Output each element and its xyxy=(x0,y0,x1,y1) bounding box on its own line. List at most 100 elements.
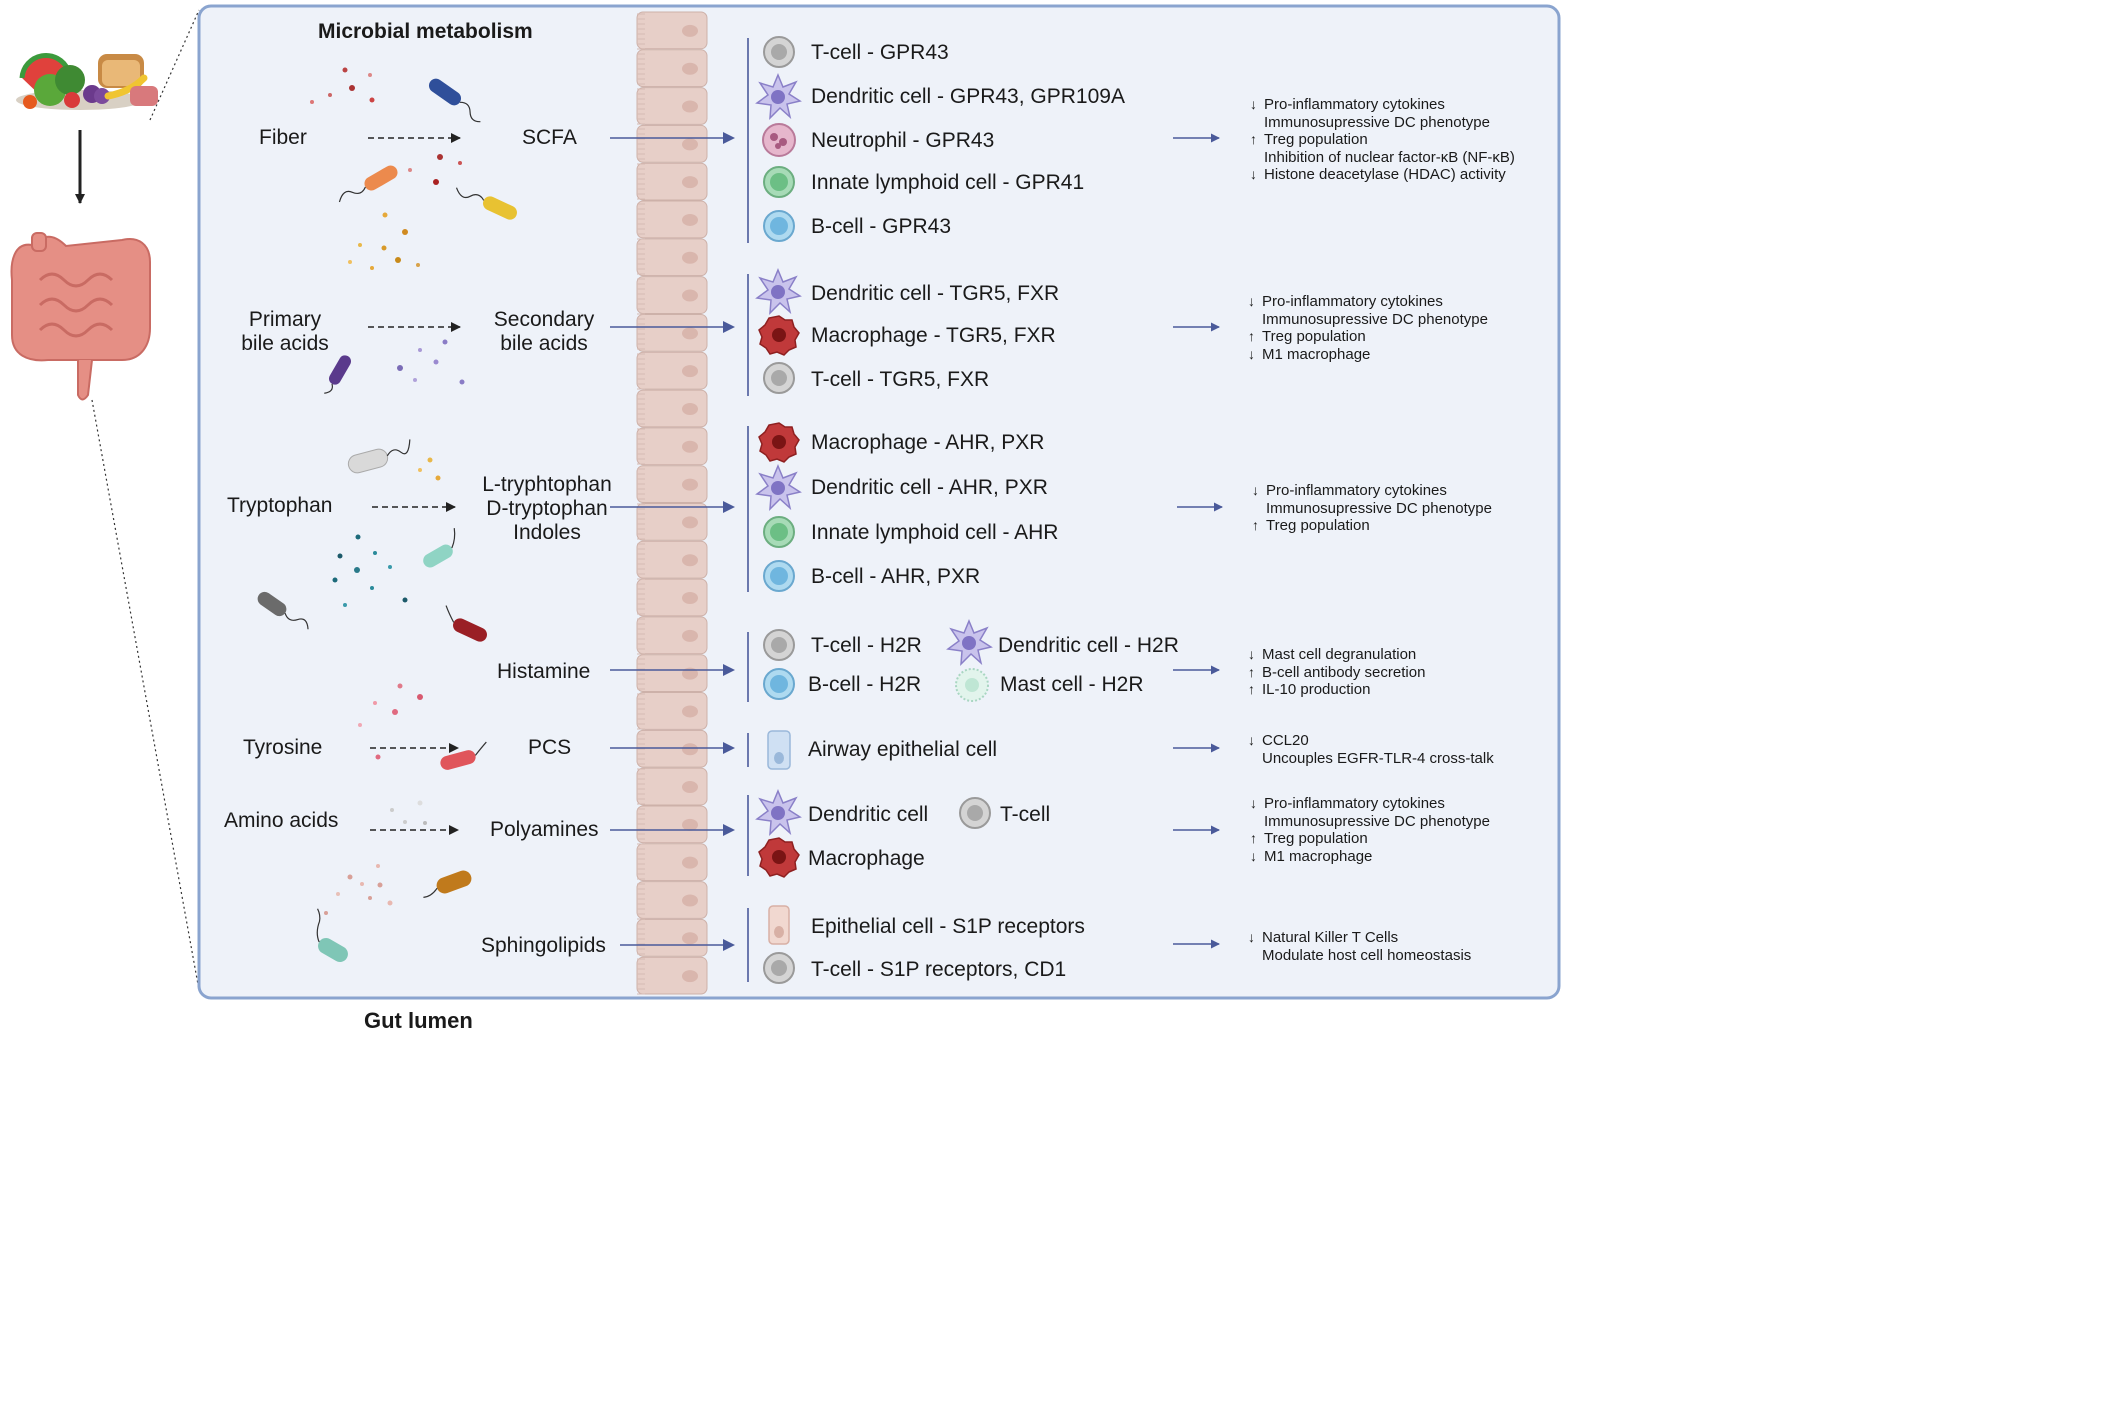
bacterium-icon xyxy=(338,165,398,203)
cell-label: T-cell - TGR5, FXR xyxy=(811,368,990,391)
epithelial-nucleus xyxy=(682,62,698,75)
effect-arrow-icon: ↓ xyxy=(1250,166,1257,182)
epithelial-nucleus xyxy=(682,516,698,529)
bacterium-icon xyxy=(257,591,309,630)
substrate-fiber: Fiber xyxy=(259,126,307,149)
cell-label: Dendritic cell - GPR43, GPR109A xyxy=(811,85,1125,108)
epithelial-nucleus xyxy=(682,327,698,340)
epithelial-nucleus xyxy=(682,629,698,642)
bacterium-icon xyxy=(455,187,517,220)
epithelial-cell xyxy=(636,540,708,579)
cell-label: B-cell - GPR43 xyxy=(811,215,952,238)
bacterium-icon xyxy=(324,355,351,394)
cell-label: Dendritic cell xyxy=(808,803,929,826)
effect-arrow-icon: ↓ xyxy=(1248,293,1255,309)
food-icon xyxy=(16,52,158,110)
effect-arrow-icon: ↓ xyxy=(1248,929,1255,945)
t-cell-icon xyxy=(959,797,991,829)
bacterium-icon xyxy=(440,741,487,770)
product-polyamines: Polyamines xyxy=(490,818,599,841)
effect-arrow-icon: ↓ xyxy=(1248,732,1255,748)
effects-polyamines: ↓Pro-inflammatory cytokines Immunosupres… xyxy=(1250,795,1490,865)
t-cell-icon xyxy=(763,362,795,394)
epithelial-nucleus xyxy=(682,138,698,151)
ilc-icon xyxy=(763,166,795,198)
effect-arrow-icon: ↑ xyxy=(1248,328,1255,344)
effects-pcs: ↓CCL20 Uncouples EGFR-TLR-4 cross-talk xyxy=(1248,732,1494,767)
effects-tryptophan: ↓Pro-inflammatory cytokines Immunosupres… xyxy=(1252,482,1492,534)
effect-arrow-icon: ↓ xyxy=(1252,482,1259,498)
product-sphingolipids: Sphingolipids xyxy=(481,934,606,957)
neutrophil-icon xyxy=(762,123,796,157)
cell-label: Epithelial cell - S1P receptors xyxy=(811,915,1085,938)
epithelial-nucleus xyxy=(682,176,698,189)
bacterium-icon xyxy=(428,78,481,123)
metabolite-dots xyxy=(310,67,465,915)
epithelial-nucleus xyxy=(682,440,698,453)
ilc-icon xyxy=(763,516,795,548)
epithelial-cell xyxy=(636,503,708,541)
epithelial-nucleus xyxy=(682,705,698,718)
dendritic-cell-icon xyxy=(755,73,802,120)
epithelial-cell xyxy=(636,616,708,655)
epithelial-nucleus xyxy=(682,213,698,226)
epithelial-cell xyxy=(636,49,708,88)
effect-arrow-icon: ↑ xyxy=(1250,131,1257,147)
cell-label: T-cell xyxy=(1000,803,1051,826)
epithelial-cell xyxy=(636,351,708,390)
dendritic-cell-icon xyxy=(755,789,802,836)
epithelial-nucleus xyxy=(682,554,698,567)
dendritic-cell-icon xyxy=(755,268,802,315)
epithelial-nucleus xyxy=(682,781,698,794)
epithelial-cell xyxy=(636,956,708,995)
epithelial-cell xyxy=(636,918,708,957)
bacterium-icon xyxy=(316,908,348,962)
t-cell-icon xyxy=(763,952,795,984)
product-scfa: SCFA xyxy=(522,126,577,149)
product-histamine: Histamine xyxy=(497,660,591,683)
cell-label: B-cell - H2R xyxy=(808,673,922,696)
cell-label: Macrophage - AHR, PXR xyxy=(811,431,1045,454)
effects-scfa: ↓Pro-inflammatory cytokines Immunosupres… xyxy=(1250,96,1515,183)
effect-arrow-icon: ↑ xyxy=(1248,663,1255,680)
cell-icons xyxy=(755,36,993,984)
bacterium-icon xyxy=(423,528,456,568)
effect-arrow-icon: ↓ xyxy=(1250,847,1257,864)
epithelial-cell xyxy=(636,313,708,352)
macrophage-icon xyxy=(758,837,800,878)
cell-label: Neutrophil - GPR43 xyxy=(811,129,995,152)
epithelial-nucleus xyxy=(682,24,698,37)
airway-epithelial-cell-icon xyxy=(767,730,791,770)
epithelial-cell xyxy=(636,162,708,201)
epithelial-cell-icon xyxy=(768,905,790,945)
effect-arrow-icon: ↓ xyxy=(1248,345,1255,362)
cell-label: Airway epithelial cell xyxy=(808,738,998,761)
epithelial-nucleus xyxy=(682,289,698,302)
product-secondary-bile-acids: Secondary bile acids xyxy=(493,308,595,355)
cell-label: Macrophage - TGR5, FXR xyxy=(811,324,1056,347)
effect-arrow-icon: ↑ xyxy=(1250,830,1257,846)
cell-label: Macrophage xyxy=(808,847,925,870)
cell-label: T-cell - H2R xyxy=(811,634,922,657)
substrate-amino-acids: Amino acids xyxy=(224,809,339,832)
cell-label: T-cell - GPR43 xyxy=(811,41,949,64)
effects-sphingolipids: ↓Natural Killer T Cells Modulate host ce… xyxy=(1248,929,1472,964)
effect-arrow-icon: ↓ xyxy=(1248,646,1255,662)
epithelial-nucleus xyxy=(682,743,698,756)
epithelial-nucleus xyxy=(682,856,698,869)
macrophage-icon xyxy=(758,422,800,463)
epithelial-nucleus xyxy=(682,970,698,983)
epithelial-nucleus xyxy=(682,365,698,378)
epithelial-cell xyxy=(636,578,708,617)
bacterium-icon xyxy=(423,870,472,898)
epithelial-nucleus xyxy=(682,932,698,945)
cell-label: Dendritic cell - H2R xyxy=(998,634,1179,657)
dendritic-cell-icon xyxy=(755,464,802,511)
cell-label: Dendritic cell - TGR5, FXR xyxy=(811,282,1060,305)
t-cell-icon xyxy=(763,36,795,68)
mast-cell-icon xyxy=(955,668,989,702)
footer-gut-lumen: Gut lumen xyxy=(364,1008,473,1033)
b-cell-icon xyxy=(763,210,795,242)
effect-arrow-icon: ↓ xyxy=(1250,795,1257,811)
b-cell-icon xyxy=(763,668,795,700)
